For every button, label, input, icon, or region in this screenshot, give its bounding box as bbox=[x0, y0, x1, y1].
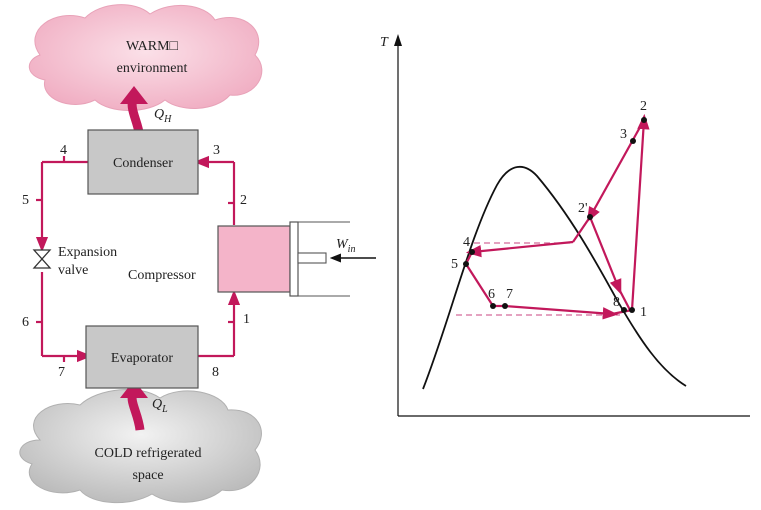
expansion-valve: Expansion valve bbox=[32, 245, 117, 278]
ts-point-4 bbox=[469, 249, 475, 255]
condenser-label: Condenser bbox=[113, 156, 173, 171]
ts-process-lines bbox=[465, 113, 650, 320]
ts-point-5 bbox=[463, 261, 469, 267]
t-axis-arrow bbox=[394, 34, 402, 46]
cycle-state-3: 3 bbox=[213, 143, 220, 158]
warm-cloud-line2: environment bbox=[117, 61, 188, 76]
cold-cloud-line2: space bbox=[132, 468, 163, 483]
q-low-label: QL bbox=[152, 397, 168, 415]
ts-point-7 bbox=[502, 303, 508, 309]
warm-environment-cloud: WARM□ environment bbox=[28, 4, 263, 111]
q-high-label: QH bbox=[154, 107, 172, 125]
cycle-state-2: 2 bbox=[240, 193, 247, 208]
ts-point-6 bbox=[490, 303, 496, 309]
evaporator: Evaporator bbox=[85, 325, 199, 389]
ts-label-2prime: 2' bbox=[578, 201, 588, 216]
refrigeration-cycle-schematic: WARM□ environment COLD refrigerated spac… bbox=[19, 4, 376, 504]
cycle-state-7: 7 bbox=[58, 365, 65, 380]
ts-label-3: 3 bbox=[620, 127, 627, 142]
saturation-dome bbox=[422, 166, 687, 390]
expansion-valve-line2: valve bbox=[58, 263, 88, 278]
cold-cloud-line1: COLD refrigerated bbox=[95, 446, 202, 461]
cold-space-cloud: COLD refrigerated space bbox=[19, 389, 262, 504]
q-high-arrow-head bbox=[120, 86, 148, 104]
piping-loop bbox=[35, 155, 241, 363]
cycle-state-1: 1 bbox=[243, 312, 250, 327]
ts-label-6: 6 bbox=[488, 287, 495, 302]
cycle-state-6: 6 bbox=[22, 315, 29, 330]
ts-diagram: T 1 2 2' bbox=[380, 34, 750, 417]
ts-point-2prime bbox=[587, 214, 593, 220]
compressor: Compressor bbox=[128, 221, 350, 297]
cycle-state-5: 5 bbox=[22, 193, 29, 208]
ts-label-2: 2 bbox=[640, 99, 647, 114]
ts-label-8: 8 bbox=[613, 295, 620, 310]
ts-label-5: 5 bbox=[451, 257, 458, 272]
q-low-arrow-head bbox=[120, 380, 148, 398]
ts-label-1: 1 bbox=[640, 305, 647, 320]
ts-point-8 bbox=[621, 307, 627, 313]
ts-point-1 bbox=[629, 307, 635, 313]
t-axis-label: T bbox=[380, 35, 389, 50]
cycle-state-8: 8 bbox=[212, 365, 219, 380]
work-in-label: Win bbox=[336, 237, 355, 255]
condenser: Condenser bbox=[87, 129, 199, 195]
ts-point-2 bbox=[641, 117, 647, 123]
warm-cloud-line1: WARM□ bbox=[126, 39, 179, 54]
ts-label-4: 4 bbox=[463, 235, 470, 250]
ts-label-7: 7 bbox=[506, 287, 513, 302]
evaporator-label: Evaporator bbox=[111, 351, 174, 366]
ts-point-3 bbox=[630, 138, 636, 144]
cycle-state-4: 4 bbox=[60, 143, 67, 158]
expansion-valve-line1: Expansion bbox=[58, 245, 117, 260]
compressor-label: Compressor bbox=[128, 268, 196, 283]
